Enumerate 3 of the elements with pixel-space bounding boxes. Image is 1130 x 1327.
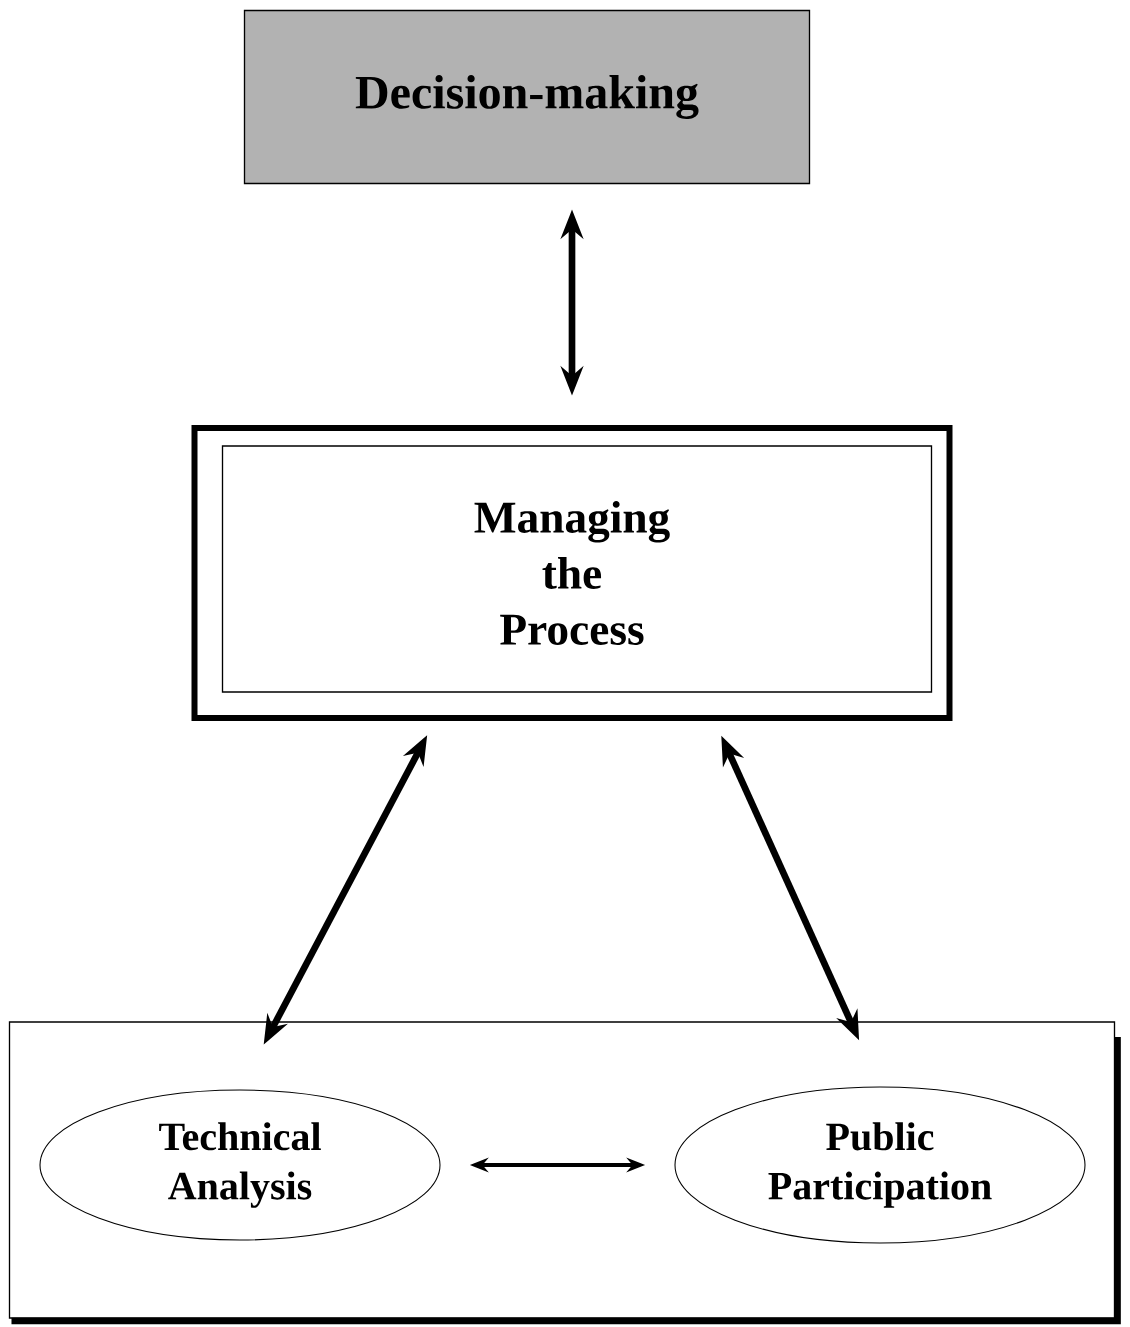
group-box	[8, 1021, 1121, 1325]
process-box: Managing the Process	[191, 425, 953, 721]
title-box: Decision-making	[243, 9, 811, 185]
